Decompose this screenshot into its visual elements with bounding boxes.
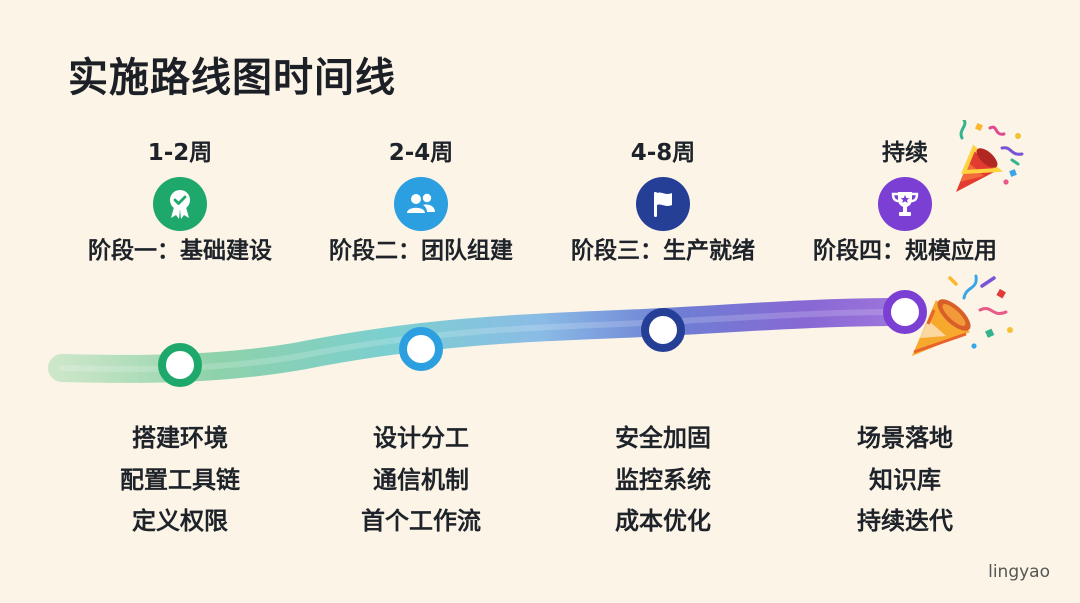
team-people-icon [394, 177, 448, 231]
stage-2-name: 阶段二：团队组建 [301, 234, 541, 268]
list-item: 持续迭代 [785, 501, 1025, 543]
stage-4-tasks: 场景落地 知识库 持续迭代 [785, 418, 1025, 543]
list-item: 监控系统 [543, 460, 783, 502]
award-ribbon-icon [153, 177, 207, 231]
watermark: lingyao [988, 561, 1050, 583]
stage-4-name: 阶段四：规模应用 [785, 234, 1025, 268]
list-item: 知识库 [785, 460, 1025, 502]
stage-3-name: 阶段三：生产就绪 [543, 234, 783, 268]
stage-3-header: 4-8周 阶段三：生产就绪 [543, 138, 783, 268]
stage-1-duration: 1-2周 [60, 138, 300, 168]
trophy-icon [878, 177, 932, 231]
list-item: 设计分工 [301, 418, 541, 460]
list-item: 通信机制 [301, 460, 541, 502]
list-item: 配置工具链 [60, 460, 300, 502]
list-item: 搭建环境 [60, 418, 300, 460]
list-item: 成本优化 [543, 501, 783, 543]
party-cone-icon [906, 268, 1022, 368]
milestone-node-3 [645, 312, 681, 348]
flag-icon [636, 177, 690, 231]
list-item: 安全加固 [543, 418, 783, 460]
stage-2-tasks: 设计分工 通信机制 首个工作流 [301, 418, 541, 543]
stage-2-header: 2-4周 阶段二：团队组建 [301, 138, 541, 268]
party-popper-icon [946, 120, 1030, 200]
stage-2-duration: 2-4周 [301, 138, 541, 168]
stage-1-tasks: 搭建环境 配置工具链 定义权限 [60, 418, 300, 543]
stage-1-header: 1-2周 阶段一：基础建设 [60, 138, 300, 268]
list-item: 场景落地 [785, 418, 1025, 460]
list-item: 定义权限 [60, 501, 300, 543]
stage-1-name: 阶段一：基础建设 [60, 234, 300, 268]
stage-3-duration: 4-8周 [543, 138, 783, 168]
stage-3-tasks: 安全加固 监控系统 成本优化 [543, 418, 783, 543]
milestone-node-2 [403, 331, 439, 367]
milestone-node-1 [162, 347, 198, 383]
list-item: 首个工作流 [301, 501, 541, 543]
